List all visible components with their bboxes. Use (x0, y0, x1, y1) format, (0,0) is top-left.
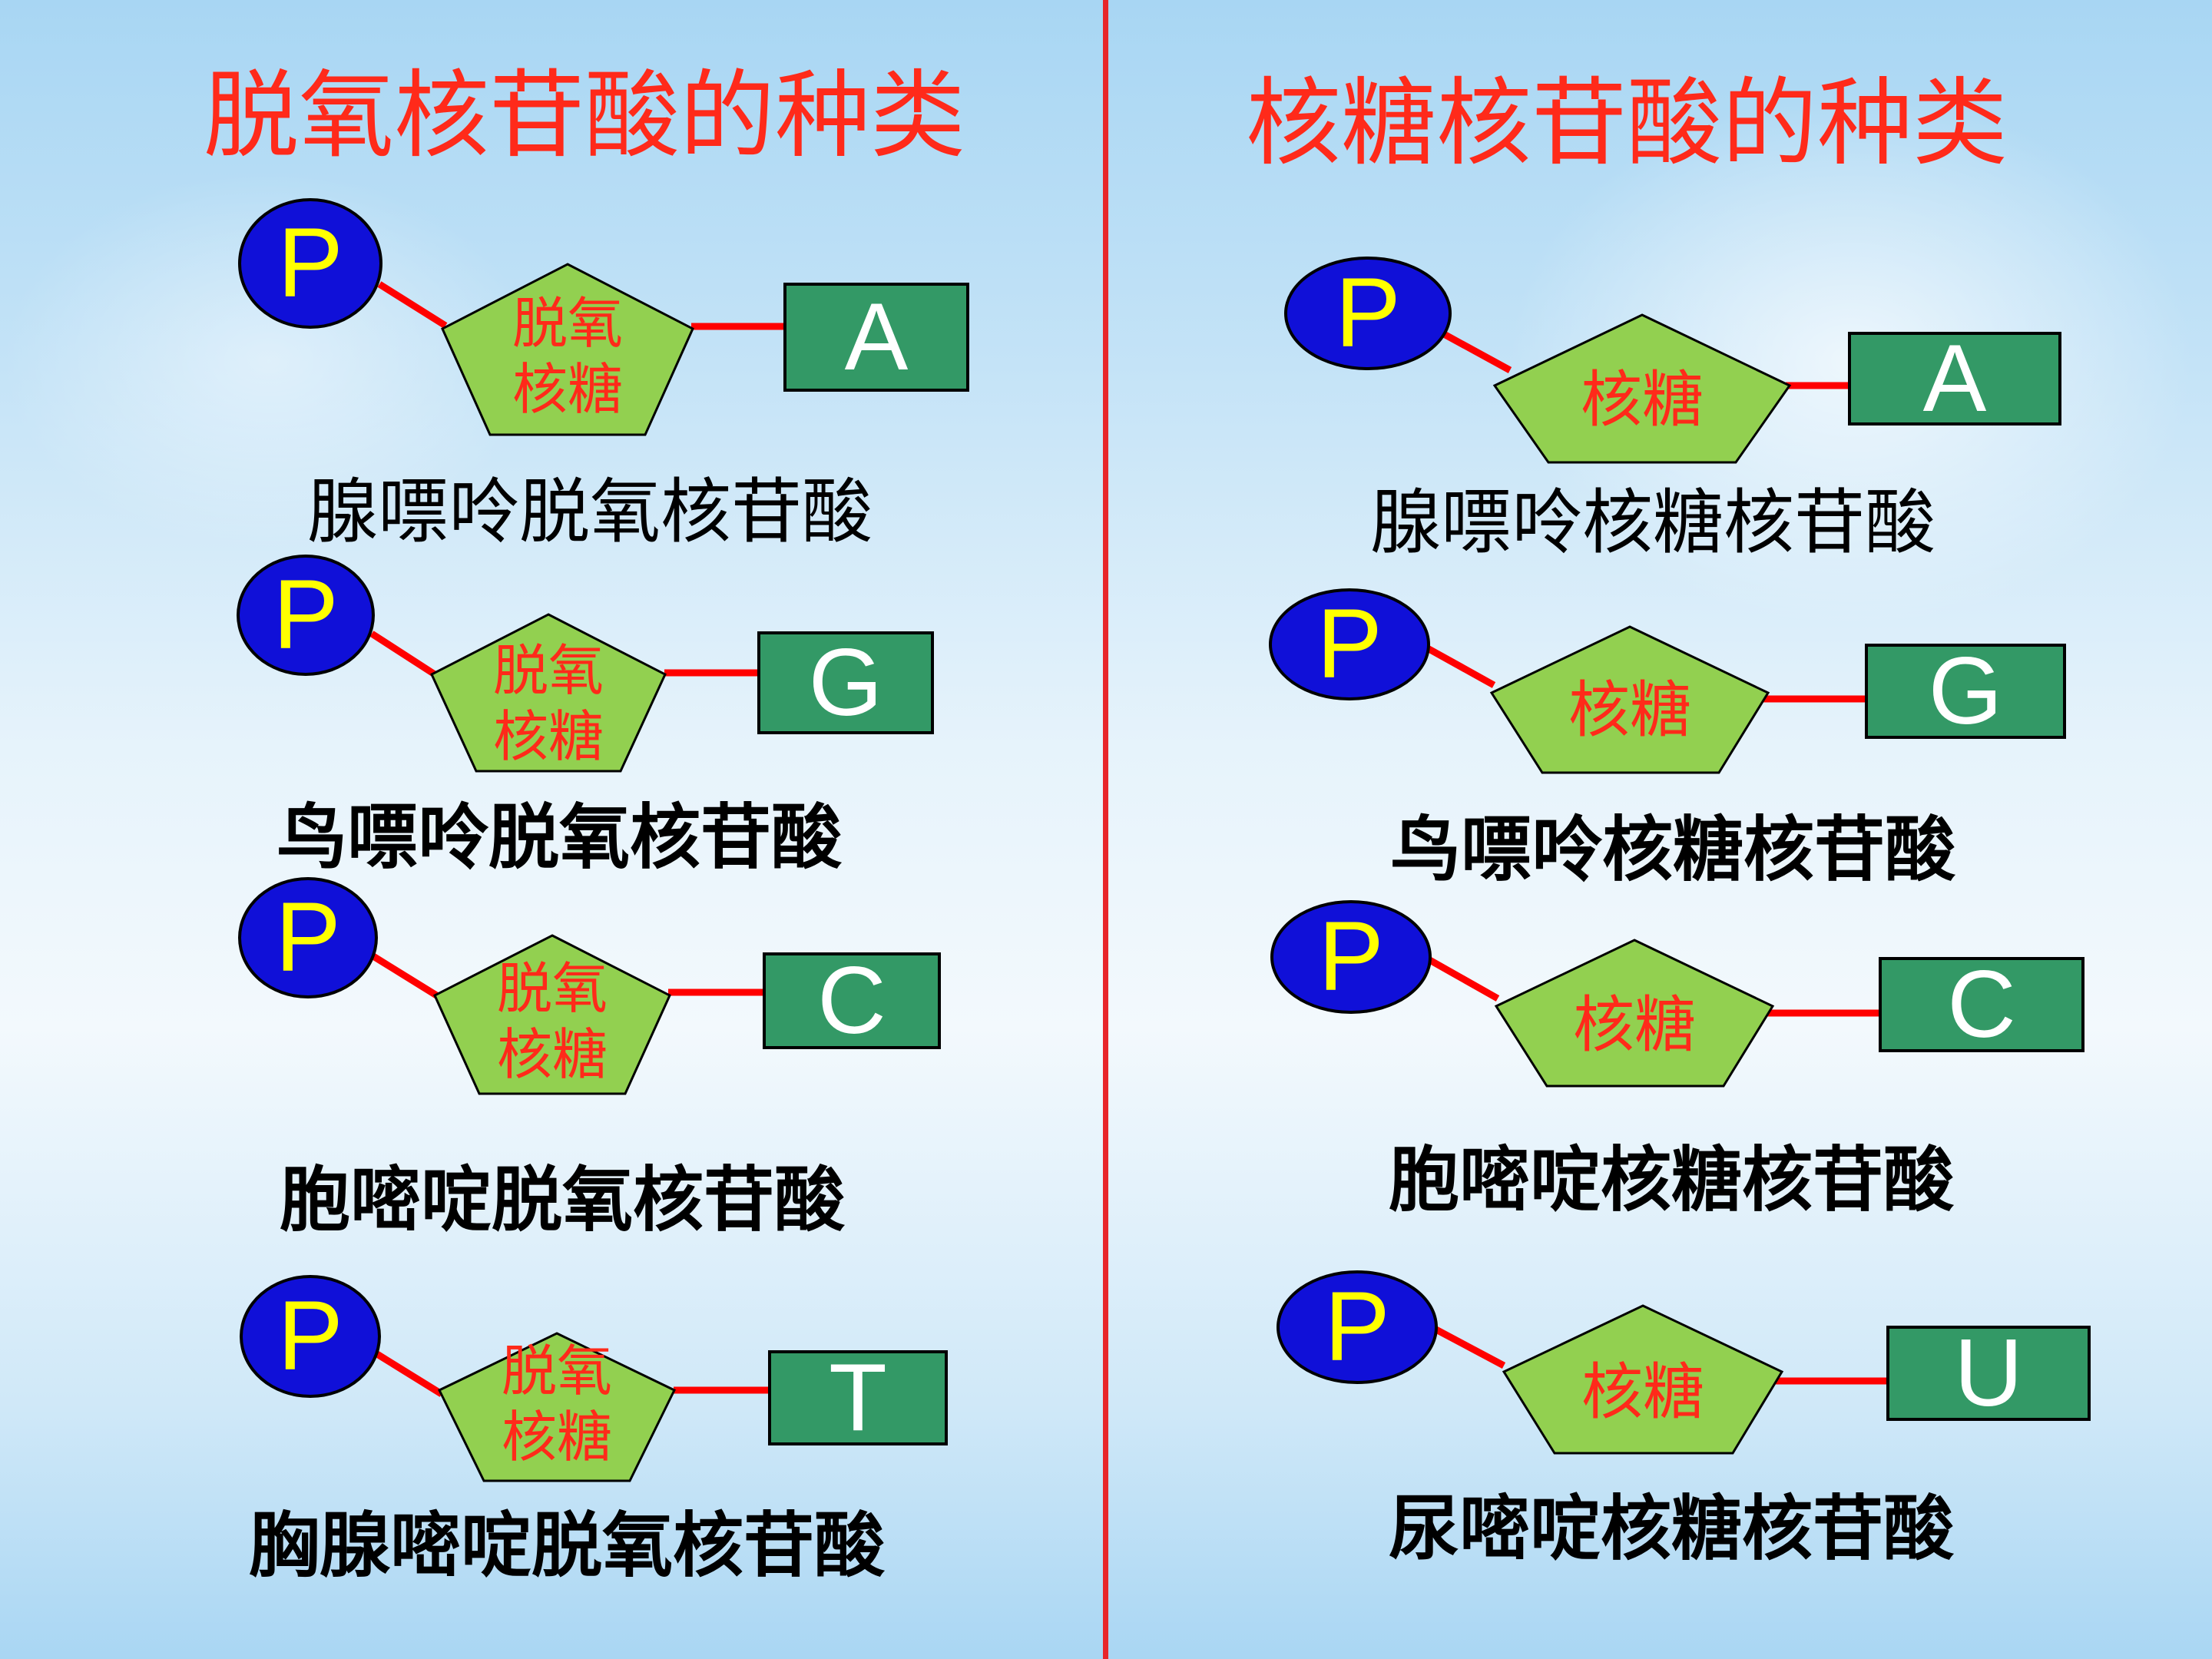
bond-line (1442, 331, 1512, 373)
base-box: C (763, 952, 941, 1049)
sugar-pentagon (433, 934, 671, 1095)
bond-line (1422, 644, 1496, 688)
sugar-label-line: 核糖 (496, 1022, 608, 1087)
nucleotide-name: 鸟嘌呤核糖核苷酸 (1390, 809, 1956, 891)
base-box: A (1848, 331, 2061, 426)
sugar-pentagon (441, 263, 694, 436)
phosphate-circle: P (1284, 257, 1452, 370)
nucleotide-name: 腺嘌呤核糖核苷酸 (1370, 482, 1936, 564)
sugar-label-line: 核糖 (492, 704, 604, 769)
sugar-pentagon (437, 1332, 677, 1482)
nucleotide-name: 胸腺嘧啶脱氧核苷酸 (249, 1505, 886, 1587)
nucleotide-name: 胞嘧啶脱氧核苷酸 (280, 1159, 846, 1241)
base-box: A (783, 283, 969, 392)
sugar-label: 核糖 (1568, 674, 1691, 746)
sugar-label-line: 脱氧 (496, 956, 608, 1021)
sugar-pentagon (1494, 939, 1775, 1088)
sugar-pentagon (430, 613, 667, 773)
right-title: 核糖核苷酸的种类 (1246, 68, 2008, 179)
left-title: 脱氧核苷酸的种类 (204, 61, 966, 171)
base-box: C (1879, 957, 2085, 1052)
phosphate-circle: P (240, 1275, 381, 1398)
sugar-label-line: 核糖 (512, 357, 623, 422)
nucleotide-name: 胞嘧啶核糖核苷酸 (1389, 1139, 1955, 1221)
bond-line (371, 953, 440, 999)
phosphate-circle: P (1277, 1270, 1438, 1384)
sugar-label: 核糖 (1581, 364, 1704, 435)
sugar-label-line: 脱氧 (512, 291, 623, 356)
sugar-label: 核糖 (1573, 989, 1696, 1061)
bond-line (375, 1351, 444, 1397)
phosphate-circle: P (238, 877, 378, 998)
base-box: T (768, 1350, 948, 1445)
sugar-pentagon (1502, 1304, 1784, 1455)
bond-line (1429, 1324, 1506, 1369)
phosphate-circle: P (1270, 900, 1432, 1014)
sugar-pentagon (1492, 313, 1792, 464)
sugar-label: 脱氧 核糖 (429, 637, 668, 770)
phosphate-circle: P (1269, 588, 1430, 700)
base-box: U (1886, 1326, 2091, 1421)
sugar-label-line: 脱氧 (501, 1339, 612, 1403)
sugar-label: 脱氧 核糖 (439, 290, 696, 422)
column-divider (1103, 0, 1108, 1659)
bond-line (369, 631, 437, 677)
sugar-label: 脱氧 核糖 (432, 955, 673, 1088)
phosphate-circle: P (237, 555, 375, 676)
sugar-label-line: 脱氧 (492, 638, 604, 703)
sugar-label: 核糖 (1581, 1356, 1704, 1428)
sugar-label: 脱氧 核糖 (436, 1338, 677, 1470)
nucleotide-name: 腺嘌呤脱氧核苷酸 (307, 471, 873, 553)
sugar-pentagon (1489, 625, 1770, 774)
sugar-label-line: 核糖 (501, 1405, 612, 1469)
bond-line (377, 281, 448, 329)
phosphate-circle: P (238, 198, 382, 329)
base-box: G (1865, 644, 2066, 739)
nucleotide-name: 尿嘧啶核糖核苷酸 (1389, 1488, 1955, 1570)
bond-line (1425, 955, 1500, 1002)
nucleotide-name: 鸟嘌呤脱氧核苷酸 (276, 796, 843, 879)
base-box: G (757, 631, 934, 734)
